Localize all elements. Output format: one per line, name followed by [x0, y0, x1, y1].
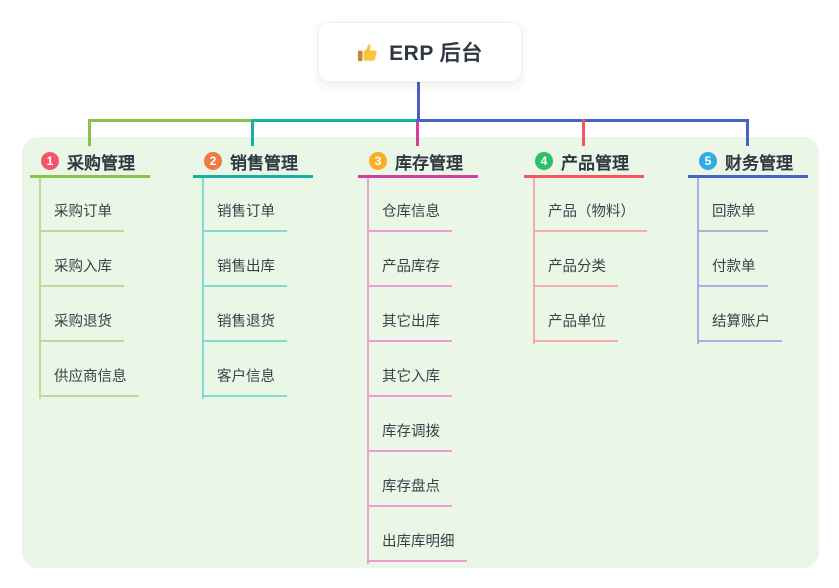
branch-purchase: 1 采购管理 采购订单 采购入库 采购退货 供应商信息	[30, 147, 150, 399]
child-node[interactable]: 产品分类	[533, 257, 618, 287]
child-label: 采购入库	[54, 259, 112, 275]
child-node[interactable]: 销售退货	[202, 312, 287, 342]
connector-drop-finance	[746, 119, 749, 146]
child-node[interactable]: 采购退货	[39, 312, 124, 342]
child-label: 采购退货	[54, 314, 112, 330]
child-label: 产品（物料）	[548, 204, 635, 220]
child-label: 库存调拨	[382, 424, 440, 440]
branch-label-sales: 销售管理	[230, 153, 298, 173]
branch-label-purchase: 采购管理	[67, 153, 135, 173]
thumbs-up-icon	[358, 44, 377, 62]
child-label: 采购订单	[54, 204, 112, 220]
child-node[interactable]: 出库库明细	[367, 532, 467, 562]
child-node[interactable]: 产品单位	[533, 312, 618, 342]
branch-child-line	[202, 178, 204, 399]
branch-node-inventory[interactable]: 3 库存管理	[358, 147, 478, 178]
child-label: 销售订单	[217, 204, 275, 220]
child-label: 供应商信息	[54, 369, 127, 385]
badge-2: 2	[204, 152, 222, 170]
badge-3: 3	[369, 152, 387, 170]
child-label: 仓库信息	[382, 204, 440, 220]
badge-5: 5	[699, 152, 717, 170]
child-label: 销售出库	[217, 259, 275, 275]
child-node[interactable]: 销售出库	[202, 257, 287, 287]
branch-sales: 2 销售管理 销售订单 销售出库 销售退货 客户信息	[193, 147, 313, 399]
child-label: 其它出库	[382, 314, 440, 330]
branch-inventory: 3 库存管理 仓库信息 产品库存 其它出库 其它入库 库存调拨 库存盘点 出库库…	[358, 147, 478, 564]
child-node[interactable]: 库存盘点	[367, 477, 452, 507]
child-label: 产品单位	[548, 314, 606, 330]
child-node[interactable]: 付款单	[697, 257, 768, 287]
child-node[interactable]: 其它入库	[367, 367, 452, 397]
connector-horizontal-green	[88, 119, 254, 122]
child-node[interactable]: 供应商信息	[39, 367, 139, 397]
root-node[interactable]: ERP 后台	[318, 22, 522, 82]
child-node[interactable]: 产品（物料）	[533, 202, 647, 232]
branch-child-line	[697, 178, 699, 344]
root-title: ERP 后台	[389, 42, 483, 65]
child-node[interactable]: 其它出库	[367, 312, 452, 342]
child-label: 库存盘点	[382, 479, 440, 495]
branch-child-line	[39, 178, 41, 399]
badge-1: 1	[41, 152, 59, 170]
branch-label-inventory: 库存管理	[395, 153, 463, 173]
branch-node-product[interactable]: 4 产品管理	[524, 147, 644, 178]
branch-label-product: 产品管理	[561, 153, 629, 173]
child-label: 产品分类	[548, 259, 606, 275]
branch-finance: 5 财务管理 回款单 付款单 结算账户	[688, 147, 808, 344]
child-node[interactable]: 销售订单	[202, 202, 287, 232]
child-node[interactable]: 库存调拨	[367, 422, 452, 452]
connector-drop-product	[582, 119, 585, 146]
child-label: 客户信息	[217, 369, 275, 385]
child-node[interactable]: 仓库信息	[367, 202, 452, 232]
child-node[interactable]: 采购入库	[39, 257, 124, 287]
connector-drop-purchase	[88, 119, 91, 146]
connector-horizontal-teal	[251, 119, 419, 122]
child-node[interactable]: 产品库存	[367, 257, 452, 287]
connector-drop-inventory	[416, 122, 419, 146]
child-node[interactable]: 回款单	[697, 202, 768, 232]
branch-node-sales[interactable]: 2 销售管理	[193, 147, 313, 178]
branch-label-finance: 财务管理	[725, 153, 793, 173]
branch-child-line	[533, 178, 535, 344]
child-label: 出库库明细	[382, 534, 455, 550]
child-label: 回款单	[712, 204, 756, 220]
child-label: 付款单	[712, 259, 756, 275]
child-label: 销售退货	[217, 314, 275, 330]
branch-child-line	[367, 178, 369, 564]
connector-drop-sales	[251, 119, 254, 146]
badge-4: 4	[535, 152, 553, 170]
child-node[interactable]: 结算账户	[697, 312, 782, 342]
connector-root-line	[417, 81, 420, 122]
child-label: 产品库存	[382, 259, 440, 275]
mindmap-background-panel	[22, 137, 819, 568]
child-node[interactable]: 客户信息	[202, 367, 287, 397]
child-label: 其它入库	[382, 369, 440, 385]
child-node[interactable]: 采购订单	[39, 202, 124, 232]
branch-product: 4 产品管理 产品（物料） 产品分类 产品单位	[524, 147, 647, 344]
child-label: 结算账户	[712, 314, 770, 330]
branch-node-finance[interactable]: 5 财务管理	[688, 147, 808, 178]
branch-node-purchase[interactable]: 1 采购管理	[30, 147, 150, 178]
